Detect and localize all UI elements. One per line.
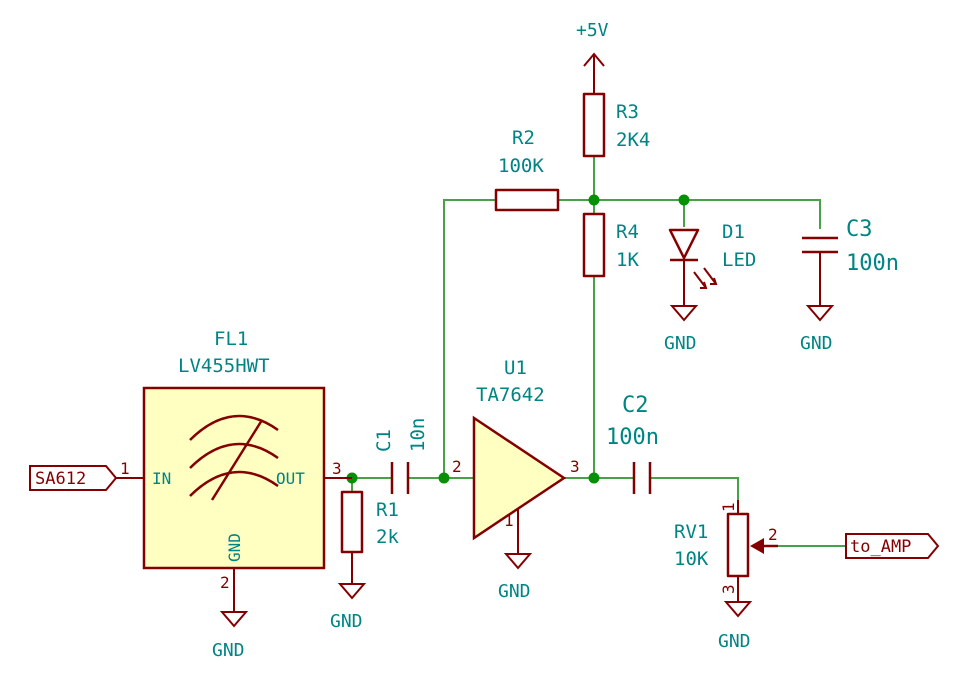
wires xyxy=(115,155,847,547)
rv1-pin3-number: 3 xyxy=(719,584,738,594)
wire-feedback-left xyxy=(443,199,497,479)
gnd-symbol: GND xyxy=(498,520,533,602)
label-input-shape xyxy=(29,465,118,491)
filter-slash-icon xyxy=(210,419,264,501)
gnd-label: GND xyxy=(664,333,697,354)
wire-node-c3 xyxy=(593,199,821,229)
r2-body xyxy=(494,188,560,212)
fl1-pin-gnd-name: GND xyxy=(225,533,244,562)
rv1-pin1-number: 1 xyxy=(719,502,738,512)
fl1-pin2-number: 2 xyxy=(220,573,230,592)
component-r4[interactable]: R4 1K xyxy=(582,212,639,278)
c2-value: 100n xyxy=(606,425,659,450)
power-arrow-icon xyxy=(583,52,605,94)
filter-symbol-icon xyxy=(189,414,279,441)
gnd-label: GND xyxy=(212,640,245,661)
component-r2[interactable]: R2 100K xyxy=(494,127,560,212)
r2-value: 100K xyxy=(498,155,544,177)
wiper-arrow-icon xyxy=(750,538,764,554)
c2-plates xyxy=(632,462,652,494)
r3-body xyxy=(582,92,606,158)
component-fl1[interactable]: 1 3 2 IN OUT GND FL1 LV455HWT xyxy=(116,328,352,596)
u1-pin2-number: 2 xyxy=(452,457,462,476)
fl1-pin1-number: 1 xyxy=(120,459,130,478)
label-output[interactable]: to_AMP xyxy=(845,533,940,559)
label-input[interactable]: SA612 xyxy=(29,465,118,491)
rv1-reference: RV1 xyxy=(674,521,708,543)
rv1-body xyxy=(726,512,750,578)
r1-value: 2k xyxy=(376,526,399,548)
r1-reference: R1 xyxy=(376,499,399,521)
component-c1[interactable]: C1 10n xyxy=(373,418,429,494)
gnd-symbol: GND xyxy=(664,305,699,354)
u1-reference: U1 xyxy=(504,357,527,379)
label-output-text: to_AMP xyxy=(850,537,911,557)
power-vcc: +5V xyxy=(576,20,609,94)
rv1-pin2-number: 2 xyxy=(768,525,778,544)
gnd-symbol: GND xyxy=(800,305,835,354)
u1-value: TA7642 xyxy=(476,384,545,406)
ground-icon xyxy=(503,520,533,570)
d1-value: LED xyxy=(722,249,756,271)
vcc-label: +5V xyxy=(576,20,609,41)
fl1-reference: FL1 xyxy=(214,328,248,350)
c1-value: 10n xyxy=(407,418,429,452)
fl1-pin-out-name: OUT xyxy=(276,469,305,488)
ground-icon xyxy=(805,305,835,322)
fl1-pin-in-name: IN xyxy=(152,469,171,488)
fl1-pin3-number: 3 xyxy=(332,459,342,478)
junction-dot xyxy=(588,472,600,484)
component-r1[interactable]: R1 2k xyxy=(340,490,399,582)
junction-dot xyxy=(678,194,690,206)
r3-reference: R3 xyxy=(616,101,639,123)
ground-icon xyxy=(337,582,367,600)
fl1-body xyxy=(142,386,326,570)
ground-icon xyxy=(219,596,249,628)
gnd-symbol: GND xyxy=(718,601,753,652)
gnd-label: GND xyxy=(800,333,833,354)
r4-reference: R4 xyxy=(616,221,639,243)
gnd-symbol: GND xyxy=(212,596,249,661)
gnd-label: GND xyxy=(718,631,751,652)
c3-plates xyxy=(802,236,838,254)
r1-body xyxy=(340,490,364,554)
junction-dot xyxy=(588,194,600,206)
r3-value: 2K4 xyxy=(616,129,650,151)
led-triangle-icon xyxy=(668,228,700,260)
c3-reference: C3 xyxy=(846,217,873,242)
label-input-text: SA612 xyxy=(35,469,86,489)
rv1-value: 10K xyxy=(674,548,709,570)
ground-icon xyxy=(723,601,753,618)
c2-reference: C2 xyxy=(622,393,649,418)
r2-reference: R2 xyxy=(512,127,535,149)
u1-pin3-number: 3 xyxy=(570,457,580,476)
fl1-value: LV455HWT xyxy=(178,355,270,377)
ground-icon xyxy=(669,305,699,322)
component-r3[interactable]: R3 2K4 xyxy=(582,92,650,158)
d1-reference: D1 xyxy=(722,221,745,243)
gnd-label: GND xyxy=(330,611,363,632)
junction-dot xyxy=(438,472,450,484)
component-u1[interactable]: 2 3 1 U1 TA7642 xyxy=(452,357,580,541)
led-emission-arrows-icon xyxy=(693,267,718,289)
r4-body xyxy=(582,212,606,278)
junctions xyxy=(346,194,690,484)
component-d1[interactable]: D1 LED xyxy=(668,221,756,306)
filter-symbol-icon xyxy=(189,470,279,497)
c3-value: 100n xyxy=(846,251,899,276)
u1-pin1-number: 1 xyxy=(504,511,514,530)
gnd-label: GND xyxy=(498,581,531,602)
filter-symbol-icon xyxy=(189,442,279,469)
wire-c2-rv1 xyxy=(651,477,739,501)
r4-value: 1K xyxy=(616,249,639,271)
c1-reference: C1 xyxy=(373,429,395,452)
component-c2[interactable]: C2 100n xyxy=(606,393,659,494)
component-c3[interactable]: C3 100n xyxy=(802,217,899,306)
component-rv1[interactable]: 1 2 3 RV1 10K xyxy=(674,500,778,602)
c1-plates xyxy=(390,462,410,494)
label-output-shape xyxy=(845,533,940,559)
gnd-symbol: GND xyxy=(330,582,367,632)
